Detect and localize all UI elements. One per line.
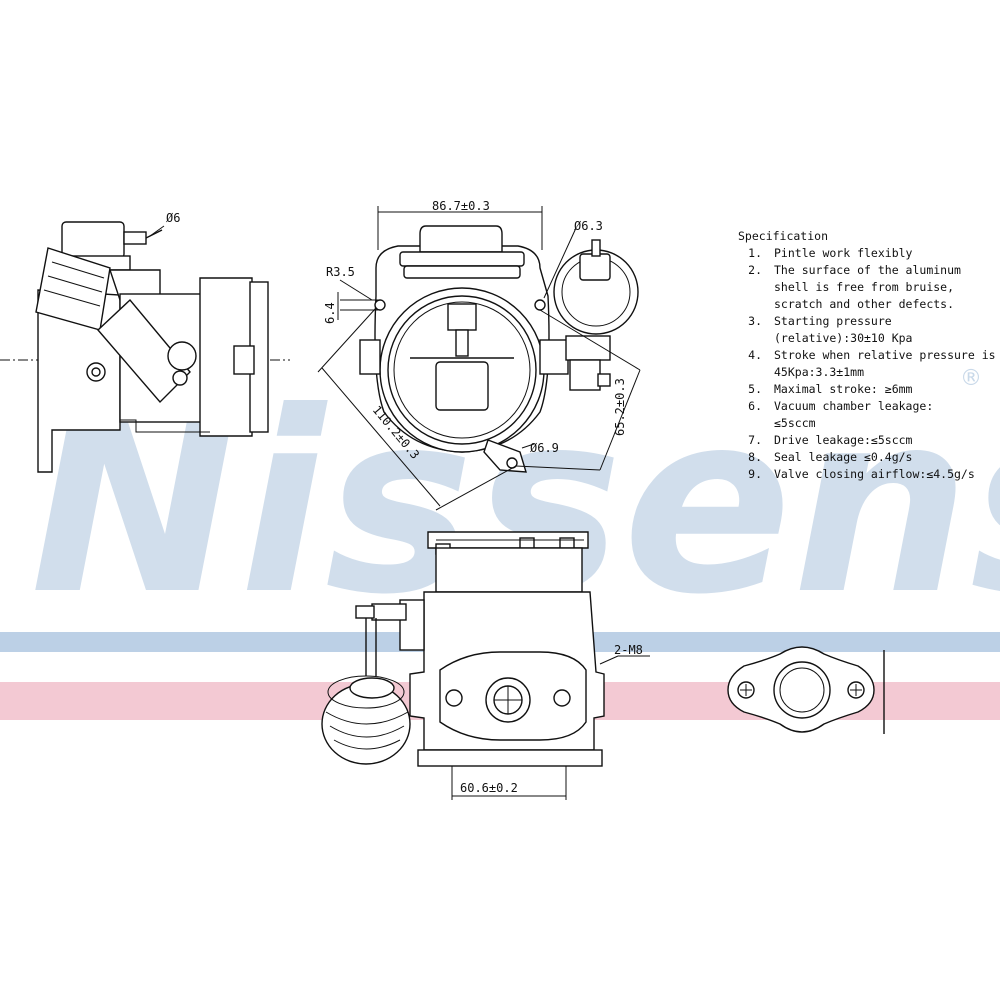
front-view bbox=[359, 225, 639, 473]
spec-item-text: Starting pressure bbox=[774, 314, 892, 328]
spec-item-5: 5. Maximal stroke: ≥6mm bbox=[738, 381, 1000, 398]
spec-item-number: 2. bbox=[748, 263, 762, 277]
spec-item-text: Vacuum chamber leakage: bbox=[774, 399, 934, 413]
dim-bottom-width: 60.6±0.2 bbox=[460, 781, 518, 795]
spec-item-text: Drive leakage:≤5sccm bbox=[774, 433, 913, 447]
dim-top-width: 86.7±0.3 bbox=[432, 199, 490, 213]
spec-item-text: scratch and other defects. bbox=[774, 297, 955, 311]
spec-item-text: (relative):30±10 Kpa bbox=[774, 331, 913, 345]
gasket-view bbox=[727, 646, 885, 734]
spec-item-4: 4. Stroke when relative pressure is bbox=[738, 347, 1000, 364]
spec-item-text: Seal leakage ≤0.4g/s bbox=[774, 450, 913, 464]
spec-item-8: 8. Seal leakage ≤0.4g/s bbox=[738, 449, 1000, 466]
dim-hole-6-9: Ø6.9 bbox=[530, 441, 559, 455]
spec-item-3: 3. Starting pressure bbox=[738, 313, 1000, 330]
spec-item-number: 1. bbox=[748, 246, 762, 260]
spec-item-2: 2. The surface of the aluminum bbox=[738, 262, 1000, 279]
side-view bbox=[0, 221, 290, 473]
dim-radius: R3.5 bbox=[326, 265, 355, 279]
dim-diag-65: 65.2±0.3 bbox=[613, 378, 627, 436]
dim-offset: 6.4 bbox=[323, 302, 337, 324]
spec-item-number: 8. bbox=[748, 450, 762, 464]
spec-item-9: 9. Valve closing airflow:≤4.5g/s bbox=[738, 466, 1000, 483]
spec-item-text: Stroke when relative pressure is bbox=[774, 348, 996, 362]
spec-item-7: 7. Drive leakage:≤5sccm bbox=[738, 432, 1000, 449]
spec-item-text: The surface of the aluminum bbox=[774, 263, 961, 277]
bottom-view bbox=[321, 531, 650, 800]
spec-item-number: 6. bbox=[748, 399, 762, 413]
spec-item-number: 7. bbox=[748, 433, 762, 447]
spec-item-text: shell is free from bruise, bbox=[774, 280, 955, 294]
spec-item-text: Valve closing airflow:≤4.5g/s bbox=[774, 467, 975, 481]
spec-item-text: 45Kpa:3.3±1mm bbox=[774, 365, 865, 379]
front-dimension-lines bbox=[317, 206, 641, 511]
spec-item-number: 5. bbox=[748, 382, 762, 396]
dim-hole-6: Ø6 bbox=[166, 211, 180, 225]
spec-item-text: Maximal stroke: ≥6mm bbox=[774, 382, 913, 396]
registered-mark: ® bbox=[960, 366, 982, 391]
spec-item-text: ≤5sccm bbox=[774, 416, 816, 430]
dim-hole-6-3: Ø6.3 bbox=[574, 219, 603, 233]
specification-title: Specification bbox=[738, 229, 829, 243]
specification-panel: Specification 1. Pintle work flexibly 2. T… bbox=[738, 228, 1000, 483]
spec-item-text: Pintle work flexibly bbox=[774, 246, 913, 260]
spec-item-number: 4. bbox=[748, 348, 762, 362]
spec-item-number: 9. bbox=[748, 467, 762, 481]
spec-item-number: 3. bbox=[748, 314, 762, 328]
dim-thread: 2-M8 bbox=[614, 643, 643, 657]
spec-item-1: 1. Pintle work flexibly bbox=[738, 245, 1000, 262]
spec-item-6: 6. Vacuum chamber leakage: bbox=[738, 398, 1000, 415]
